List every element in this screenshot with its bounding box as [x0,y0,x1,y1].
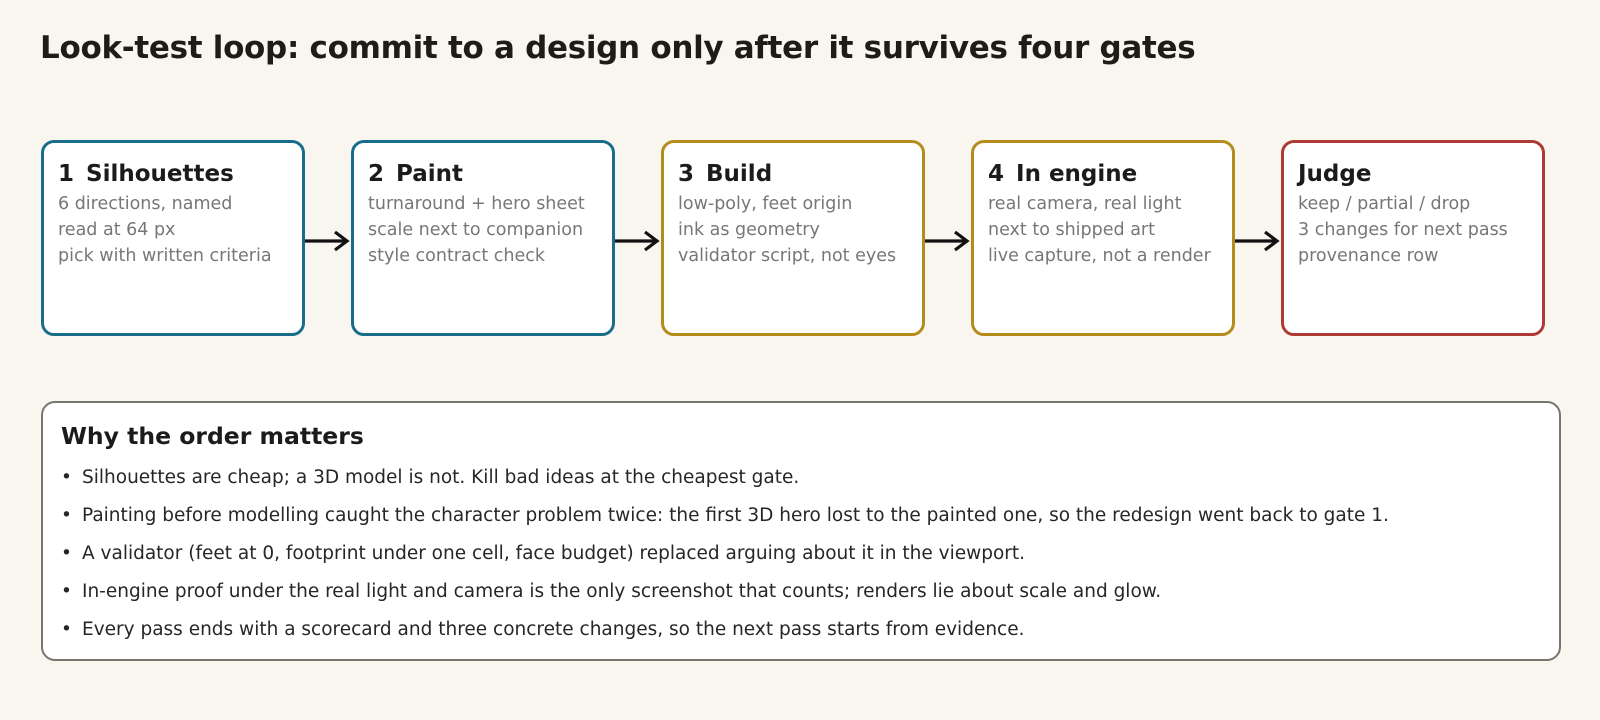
arrow-right-icon [1235,230,1280,252]
step-detail: 3 changes for next pass [1298,220,1508,240]
step-detail: provenance row [1298,246,1439,266]
step-build: 3 Build low-poly, feet origin ink as geom… [661,140,925,336]
list-item: • Painting before modelling caught the ch… [61,497,1541,535]
list-item-text: Silhouettes are cheap; a 3D model is not… [82,467,800,488]
step-heading: 1 Silhouettes [58,159,288,189]
arrow-right-icon [615,230,660,252]
step-label: Judge [1298,161,1372,187]
step-detail: pick with written criteria [58,246,272,266]
step-heading: 2 Paint [368,159,598,189]
step-heading: 4 In engine [988,159,1218,189]
step-detail: next to shipped art [988,220,1155,240]
step-label: Build [706,161,773,187]
step-detail: real camera, real light [988,194,1182,214]
step-detail: validator script, not eyes [678,246,897,266]
notes-list: • Silhouettes are cheap; a 3D model is no… [61,459,1541,649]
why-order-matters-panel: Why the order matters • Silhouettes are c… [41,401,1561,661]
step-detail: keep / partial / drop [1298,194,1471,214]
step-detail: style contract check [368,246,546,266]
step-label: Silhouettes [86,161,234,187]
arrow-right-icon [925,230,970,252]
step-label: In engine [1016,161,1138,187]
diagram-title: Look-test loop: commit to a design only … [40,30,1196,66]
step-paint: 2 Paint turnaround + hero sheet scale nex… [351,140,615,336]
list-item: • Silhouettes are cheap; a 3D model is no… [61,459,1541,497]
step-detail: 6 directions, named [58,194,233,214]
bullet-icon: • [61,505,72,526]
arrow-right-icon [305,230,350,252]
notes-title: Why the order matters [61,422,364,450]
step-in-engine: 4 In engine real camera, real light next … [971,140,1235,336]
step-heading: Judge [1298,159,1528,189]
list-item: • In-engine proof under the real light an… [61,573,1541,611]
step-number: 4 [988,161,1005,187]
step-detail: low-poly, feet origin [678,194,853,214]
step-detail: live capture, not a render [988,246,1211,266]
step-number: 1 [58,161,75,187]
step-detail: ink as geometry [678,220,820,240]
bullet-icon: • [61,467,72,488]
step-detail: scale next to companion [368,220,584,240]
bullet-icon: • [61,619,72,640]
list-item-text: Painting before modelling caught the cha… [82,505,1389,526]
step-number: 3 [678,161,695,187]
list-item: • A validator (feet at 0, footprint under… [61,535,1541,573]
step-number: 2 [368,161,385,187]
list-item-text: A validator (feet at 0, footprint under … [82,543,1026,564]
step-heading: 3 Build [678,159,908,189]
step-detail: read at 64 px [58,220,176,240]
bullet-icon: • [61,581,72,602]
step-detail: turnaround + hero sheet [368,194,585,214]
list-item-text: Every pass ends with a scorecard and thr… [82,619,1025,640]
step-silhouettes: 1 Silhouettes 6 directions, named read at… [41,140,305,336]
list-item-text: In-engine proof under the real light and… [82,581,1162,602]
step-label: Paint [396,161,464,187]
step-judge: Judge keep / partial / drop 3 changes fo… [1281,140,1545,336]
list-item: • Every pass ends with a scorecard and th… [61,611,1541,649]
bullet-icon: • [61,543,72,564]
